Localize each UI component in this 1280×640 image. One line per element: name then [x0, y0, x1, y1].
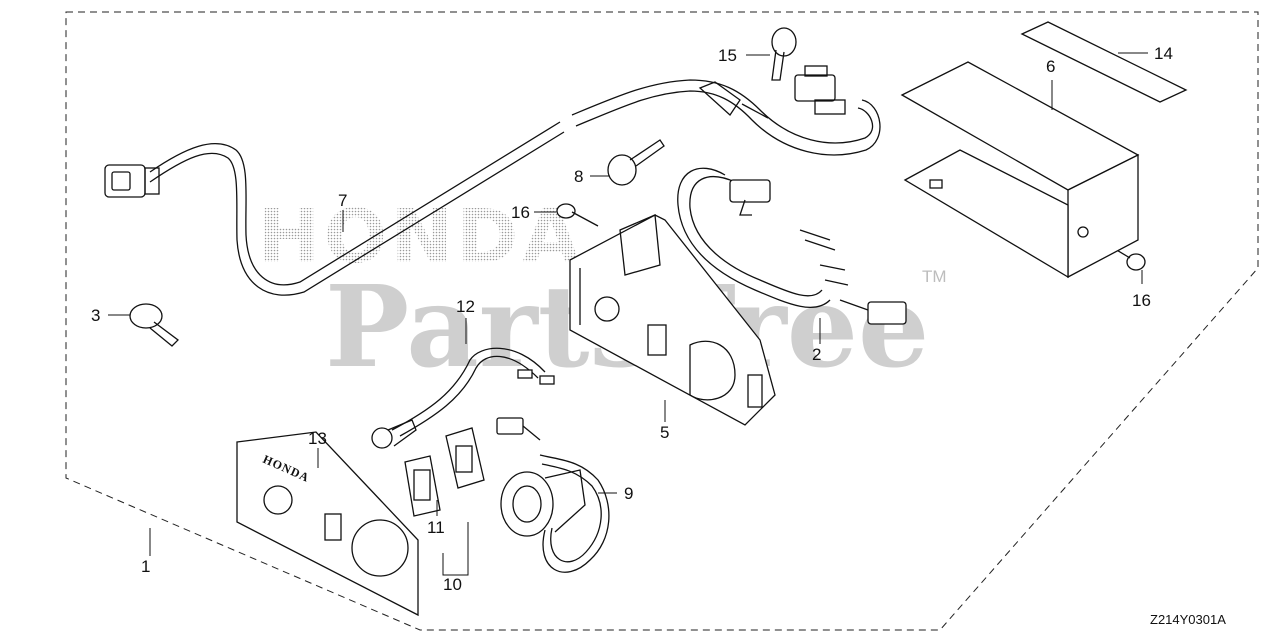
- callout-10[interactable]: 10: [443, 575, 462, 594]
- part-8-cable-tie[interactable]: [607, 139, 665, 186]
- callouts: 1 2 3 5 6 7 8 9 10 11 12 13 14 15 16 16: [91, 44, 1173, 594]
- part-2-sub-harness[interactable]: [677, 167, 907, 325]
- callout-13[interactable]: 13: [308, 429, 327, 448]
- callout-9[interactable]: 9: [624, 484, 633, 503]
- part-5-bracket[interactable]: [569, 214, 776, 426]
- part-7-wire-harness[interactable]: [104, 65, 881, 296]
- callout-16-right[interactable]: 16: [1132, 291, 1151, 310]
- part-14-label[interactable]: [1020, 21, 1188, 103]
- part-11-switch[interactable]: [404, 455, 441, 517]
- drawing-code: Z214Y0301A: [1150, 612, 1226, 627]
- callout-3[interactable]: 3: [91, 306, 100, 325]
- callout-1[interactable]: 1: [141, 557, 150, 576]
- callout-14[interactable]: 14: [1154, 44, 1173, 63]
- assembly-boundary: [65, 11, 1259, 631]
- callout-15[interactable]: 15: [718, 46, 737, 65]
- part-13-face-plate[interactable]: HONDA: [236, 431, 419, 617]
- callout-5[interactable]: 5: [660, 423, 669, 442]
- watermark-trademark: TM: [922, 267, 947, 286]
- callout-16-upper[interactable]: 16: [511, 203, 530, 222]
- part-10-switch[interactable]: [445, 427, 485, 489]
- callout-7[interactable]: 7: [338, 191, 347, 210]
- callout-12[interactable]: 12: [456, 297, 475, 316]
- part-15-cable-tie[interactable]: [771, 27, 797, 81]
- callout-6[interactable]: 6: [1046, 57, 1055, 76]
- part-3-cable-tie[interactable]: [129, 303, 179, 347]
- leader-lines: [108, 52, 1148, 576]
- callout-8[interactable]: 8: [574, 167, 583, 186]
- callout-2[interactable]: 2: [812, 345, 821, 364]
- part-16-screw-upper[interactable]: [556, 203, 599, 227]
- part-12-lamp[interactable]: [371, 347, 555, 449]
- callout-11[interactable]: 11: [427, 518, 445, 537]
- part-9-buzzer[interactable]: [496, 417, 610, 573]
- part-6-cover-box[interactable]: [900, 61, 1140, 279]
